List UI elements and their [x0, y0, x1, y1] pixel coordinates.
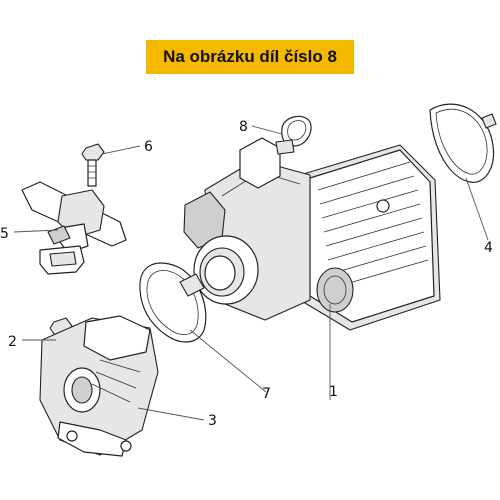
part-3-intake-manifold[interactable] — [39, 315, 159, 457]
part-4-hose-clamp[interactable] — [429, 103, 497, 183]
callout-8: 8 — [239, 119, 248, 135]
part-banner: Na obrázku díl číslo 8 — [146, 40, 354, 74]
throttle-top-bracket — [239, 137, 281, 189]
part-7-hose-clamp[interactable] — [139, 262, 207, 343]
part-6-bolt[interactable] — [81, 143, 105, 187]
leader-lines — [13, 125, 489, 421]
part-1-throttle-body[interactable] — [183, 137, 441, 331]
callout-7: 7 — [262, 386, 271, 402]
ecu-connector-cap — [316, 267, 354, 313]
callout-4: 4 — [484, 240, 493, 256]
banner-text: Na obrázku díl číslo 8 — [163, 47, 337, 66]
part-8-clamp[interactable] — [275, 115, 312, 155]
callout-6: 6 — [144, 139, 153, 155]
callout-1: 1 — [329, 384, 338, 400]
callout-5: 5 — [0, 226, 9, 242]
ecu-cooling-fins — [317, 161, 429, 289]
ecu-screw — [376, 199, 390, 213]
callout-3: 3 — [208, 413, 217, 429]
callout-2: 2 — [8, 334, 17, 350]
part-5-injector[interactable] — [21, 181, 127, 275]
